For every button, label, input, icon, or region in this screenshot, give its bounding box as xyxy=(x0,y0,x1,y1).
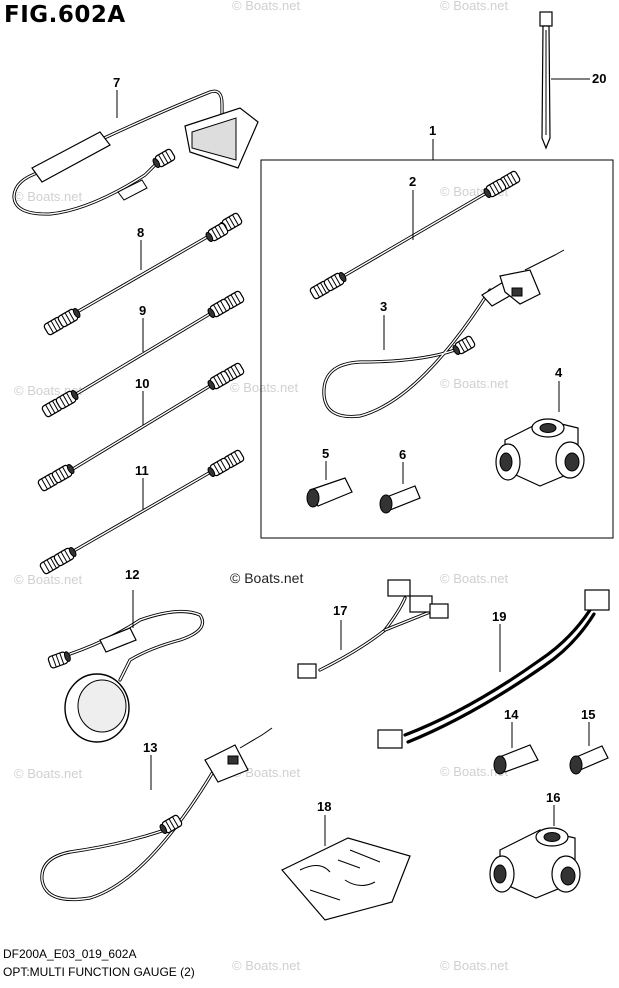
part-20-cable-tie xyxy=(539,11,590,150)
part-9-cable xyxy=(40,289,246,419)
watermark: © Boats.net xyxy=(14,572,83,587)
callout-11: 11 xyxy=(135,463,149,478)
part-6-terminator xyxy=(379,462,421,514)
callout-labels: 1 2 3 4 5 6 7 8 9 10 11 12 13 14 15 16 1… xyxy=(113,71,606,814)
callout-17: 17 xyxy=(333,603,347,618)
callout-13: 13 xyxy=(143,740,157,755)
part-2-cable xyxy=(308,169,522,301)
part-13-terminator-cable xyxy=(40,727,273,902)
watermark: © Boats.net xyxy=(440,571,509,586)
watermark: © Boats.net xyxy=(14,766,83,781)
watermark: © Boats.net xyxy=(230,380,299,395)
callout-14: 14 xyxy=(504,707,519,722)
callout-16: 16 xyxy=(546,790,560,805)
callout-15: 15 xyxy=(581,707,595,722)
watermark-main: © Boats.net xyxy=(230,570,303,586)
watermark: © Boats.net xyxy=(440,376,509,391)
part-7-sensor-cable xyxy=(12,89,259,216)
callout-1: 1 xyxy=(429,123,436,138)
callout-6: 6 xyxy=(399,447,406,462)
part-3-terminator-cable xyxy=(322,249,565,419)
part-18-bag xyxy=(281,815,411,921)
watermark: © Boats.net xyxy=(440,764,509,779)
part-10-cable xyxy=(36,361,246,493)
watermark: © Boats.net xyxy=(232,765,301,780)
part-4-t-connector xyxy=(495,381,585,487)
watermark: © Boats.net xyxy=(232,958,301,973)
callout-18: 18 xyxy=(317,799,331,814)
watermark: © Boats.net xyxy=(440,0,509,13)
callout-10: 10 xyxy=(135,376,149,391)
watermark: © Boats.net xyxy=(232,0,301,13)
part-14-terminator xyxy=(493,722,539,775)
callout-3: 3 xyxy=(380,299,387,314)
callout-4: 4 xyxy=(555,365,563,380)
part-5-terminator xyxy=(306,461,353,508)
callout-8: 8 xyxy=(137,225,144,240)
watermark: © Boats.net xyxy=(14,189,83,204)
part-11-cable xyxy=(38,448,246,576)
kit-box xyxy=(260,159,614,539)
callout-5: 5 xyxy=(322,446,329,461)
part-19-harness xyxy=(377,589,610,749)
callout-2: 2 xyxy=(409,174,416,189)
callout-12: 12 xyxy=(125,567,139,582)
callout-19: 19 xyxy=(492,609,506,624)
callout-20: 20 xyxy=(592,71,606,86)
part-17-harness xyxy=(297,579,449,679)
figure-title: FIG.602A xyxy=(4,2,126,28)
diagram-code: DF200A_E03_019_602A xyxy=(3,947,137,961)
diagram-caption: OPT:MULTI FUNCTION GAUGE (2) xyxy=(3,965,195,979)
part-15-terminator xyxy=(569,722,609,775)
watermark: © Boats.net xyxy=(440,958,509,973)
callout-7: 7 xyxy=(113,75,120,90)
part-16-t-connector xyxy=(489,805,581,899)
part-12-antenna xyxy=(46,590,205,743)
callout-9: 9 xyxy=(139,303,146,318)
part-8-cable xyxy=(42,211,244,337)
